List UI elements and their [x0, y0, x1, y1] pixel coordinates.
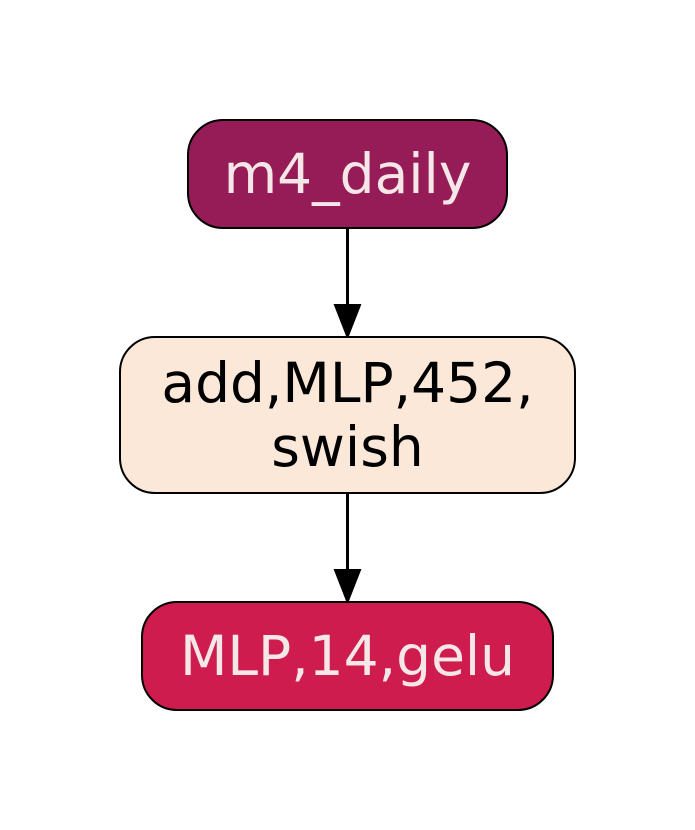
node-mlp-14-gelu: MLP,14,gelu — [141, 601, 554, 711]
node-label: MLP,14,gelu — [179, 624, 516, 688]
node-label: m4_daily — [223, 142, 472, 206]
node-label-line-1: add,MLP,452, — [161, 351, 534, 415]
node-label-block: add,MLP,452, swish — [161, 351, 533, 479]
node-m4-daily: m4_daily — [187, 119, 508, 229]
node-add-mlp-452-swish: add,MLP,452, swish — [119, 336, 576, 494]
edge-m4-daily-to-add-mlp — [333, 229, 362, 340]
arrowhead-icon — [333, 304, 362, 340]
arrowhead-icon — [333, 569, 362, 605]
edge-add-mlp-to-mlp-gelu — [333, 494, 362, 605]
node-label-line-2: swish — [271, 415, 424, 479]
